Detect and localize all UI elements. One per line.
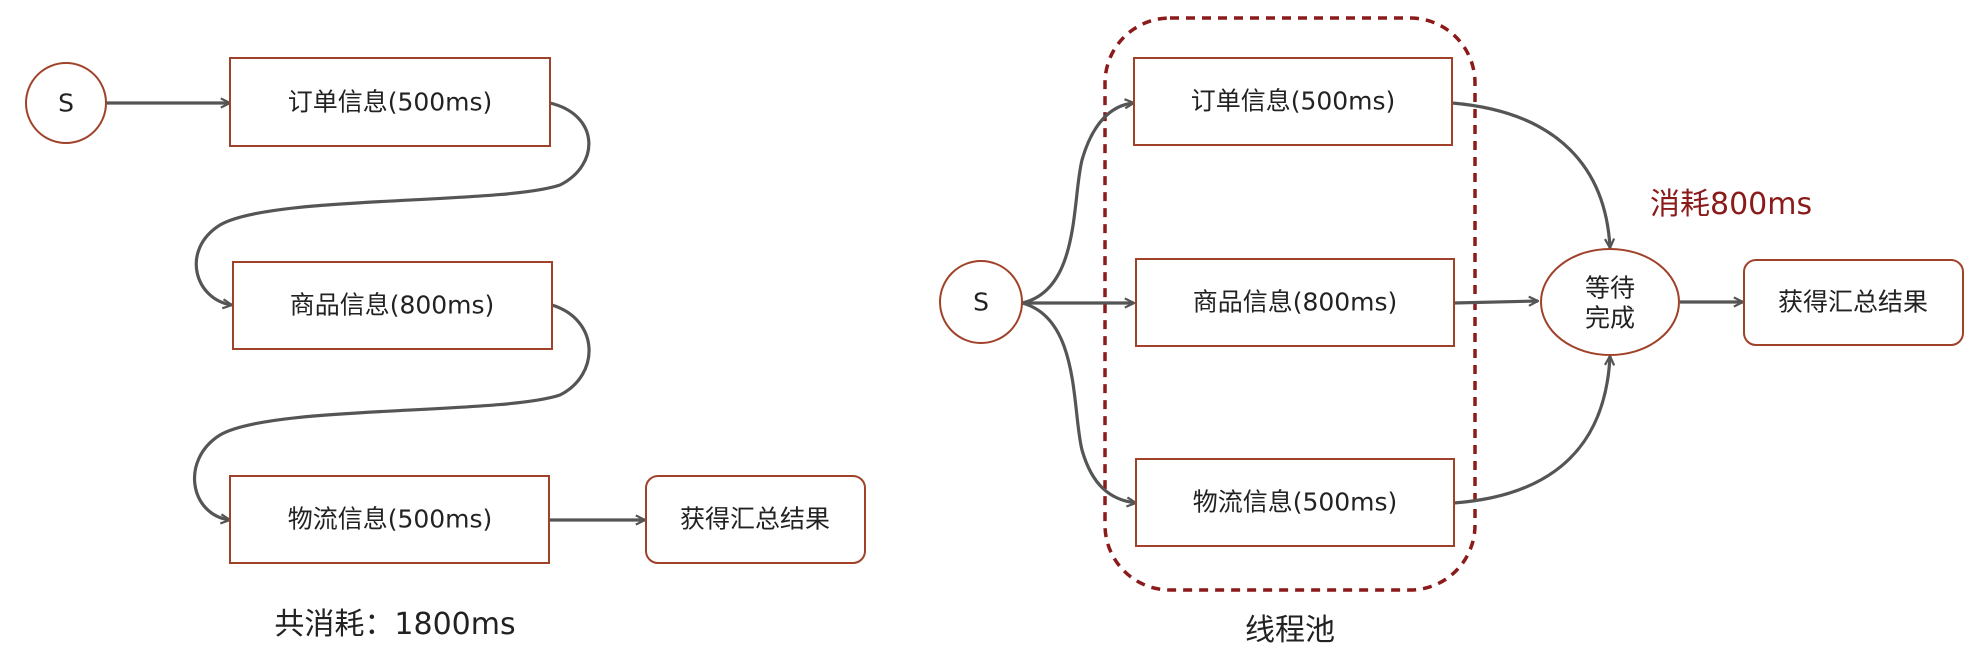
par-wait-label-line2: 完成 (1585, 304, 1635, 333)
par-result-label: 获得汇总结果 (1778, 288, 1928, 317)
edge-start-to-logistics (1021, 301, 1136, 503)
seq-order-node: 订单信息(500ms) (229, 57, 551, 147)
edge-product-to-logistics (192, 303, 591, 520)
par-product-node: 商品信息(800ms) (1135, 258, 1455, 347)
edge-product-to-wait (1453, 301, 1538, 303)
par-product-label: 商品信息(800ms) (1193, 288, 1398, 317)
seq-logistics-node: 物流信息(500ms) (229, 475, 550, 564)
edge-start-to-order (1021, 103, 1134, 305)
thread-pool-caption: 线程池 (1245, 613, 1335, 648)
par-wait-node: 等待 完成 (1540, 248, 1680, 356)
par-logistics-label: 物流信息(500ms) (1193, 488, 1398, 517)
seq-start-label: S (58, 89, 74, 118)
par-result-node: 获得汇总结果 (1743, 259, 1964, 346)
par-wait-label-line1: 等待 (1585, 274, 1635, 303)
edge-order-to-wait (1451, 101, 1610, 248)
edge-logistics-to-wait (1453, 356, 1610, 505)
par-start-label: S (973, 288, 989, 317)
seq-result-node: 获得汇总结果 (645, 475, 866, 564)
par-elapsed-label: 消耗800ms (1650, 187, 1812, 222)
par-logistics-node: 物流信息(500ms) (1135, 458, 1455, 547)
seq-logistics-label: 物流信息(500ms) (288, 505, 493, 534)
seq-order-label: 订单信息(500ms) (288, 88, 493, 117)
par-order-node: 订单信息(500ms) (1133, 57, 1453, 146)
seq-start-node: S (25, 62, 107, 144)
edge-order-to-product (194, 101, 591, 305)
seq-result-label: 获得汇总结果 (680, 505, 830, 534)
par-order-label: 订单信息(500ms) (1191, 87, 1396, 116)
seq-total-caption: 共消耗：1800ms (274, 607, 515, 642)
par-start-node: S (939, 260, 1023, 344)
sequential-flow: S 订单信息(500ms) 商品信息(800ms) 物流信息(500ms) 获得… (25, 57, 866, 642)
seq-product-label: 商品信息(800ms) (290, 291, 495, 320)
seq-product-node: 商品信息(800ms) (232, 261, 553, 350)
parallel-flow: S 订单信息(500ms) 商品信息(800ms) 物流信息(500ms) 等待… (939, 16, 1964, 648)
